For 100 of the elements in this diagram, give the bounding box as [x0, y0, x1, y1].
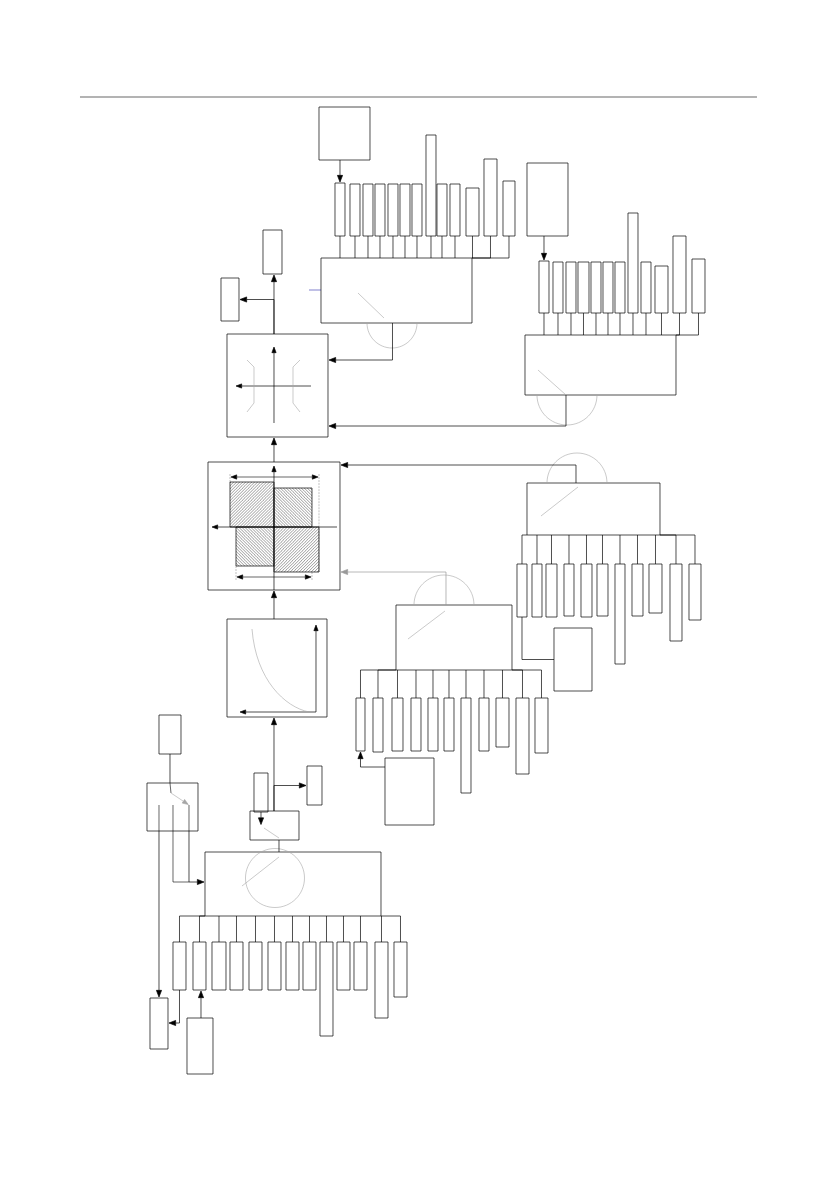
connector-line	[521, 534, 528, 565]
connector-line	[430, 235, 432, 259]
connector-line	[583, 312, 584, 336]
narrow-box	[688, 563, 702, 621]
arrow	[273, 782, 307, 812]
arrow	[340, 569, 447, 606]
arrow	[198, 990, 204, 1019]
narrow-box	[372, 697, 384, 753]
box	[253, 772, 269, 813]
box	[149, 997, 169, 1050]
connector-line	[465, 669, 467, 699]
arrow	[271, 590, 277, 620]
connector-line	[404, 235, 406, 259]
narrow-box	[425, 134, 437, 237]
connector-line	[377, 669, 397, 699]
connector-line	[551, 534, 552, 565]
connector-line	[511, 669, 542, 699]
connector-line	[392, 235, 394, 259]
narrow-box	[192, 941, 207, 991]
narrow-box	[229, 941, 244, 991]
connector-line	[471, 235, 510, 259]
narrow-box	[590, 261, 602, 314]
narrow-box	[552, 261, 564, 314]
narrow-box	[336, 941, 351, 991]
connector-line	[397, 669, 398, 699]
connector-line	[659, 534, 696, 565]
panel-box	[226, 333, 329, 438]
panel-box	[524, 334, 677, 396]
box	[262, 229, 283, 275]
narrow-box	[374, 941, 389, 1019]
connector-line	[637, 534, 638, 565]
connector-line	[360, 915, 361, 943]
panel-box	[204, 851, 382, 917]
box	[306, 765, 323, 806]
connector-line	[483, 669, 485, 699]
connector-line	[354, 235, 356, 259]
connector-line	[309, 915, 310, 943]
narrow-box	[565, 261, 577, 314]
narrow-box	[285, 941, 300, 991]
connector-line	[568, 534, 570, 565]
panel-box	[226, 618, 328, 718]
box	[158, 714, 182, 755]
narrow-box	[465, 187, 480, 237]
connector-line	[543, 312, 545, 336]
arrow	[337, 159, 343, 183]
connector-line	[472, 235, 473, 259]
connector-line	[343, 915, 344, 943]
narrow-box	[602, 261, 614, 314]
connector-line	[416, 235, 418, 259]
narrow-box	[614, 261, 626, 314]
narrow-box	[531, 563, 543, 618]
narrow-box	[393, 941, 408, 998]
narrow-box	[334, 182, 346, 237]
narrow-box	[654, 265, 669, 314]
narrow-box	[319, 941, 334, 1037]
connector-line	[278, 839, 280, 853]
arrow	[258, 811, 264, 825]
arrow	[239, 296, 275, 335]
narrow-box	[691, 258, 706, 314]
narrow-box	[355, 697, 366, 752]
box	[553, 627, 593, 692]
connector-line	[274, 915, 275, 943]
narrow-box	[672, 235, 687, 314]
connector-line	[255, 915, 256, 943]
switch-box	[146, 782, 199, 832]
narrow-box	[580, 563, 593, 618]
connector-line	[367, 235, 369, 259]
narrow-box	[211, 941, 227, 991]
connector-line	[218, 915, 220, 943]
narrow-box	[669, 563, 683, 642]
arrow	[328, 322, 393, 363]
connector-line	[380, 915, 401, 943]
narrow-box	[483, 158, 498, 237]
panel-box	[395, 604, 513, 671]
connector-line	[502, 669, 503, 699]
arrow	[271, 437, 277, 463]
panel-box	[526, 482, 661, 536]
narrow-box	[614, 563, 626, 665]
connector-line	[199, 915, 206, 943]
connector-line	[521, 616, 555, 660]
box	[526, 162, 569, 237]
connector-line	[236, 915, 237, 943]
narrow-box	[436, 183, 448, 237]
narrow-box	[391, 697, 404, 752]
connector-line	[661, 312, 662, 336]
narrow-box	[353, 941, 368, 991]
arrow	[328, 394, 567, 429]
arrow	[357, 751, 386, 768]
narrow-box	[563, 563, 575, 617]
connector-line	[619, 534, 621, 565]
narrow-box	[443, 697, 455, 752]
connector-line	[607, 312, 609, 336]
narrow-box	[495, 697, 510, 748]
narrow-box	[410, 697, 422, 752]
connector-line	[292, 915, 293, 943]
connector-line	[619, 312, 621, 336]
narrow-box	[478, 697, 490, 752]
narrow-box	[640, 261, 652, 314]
connector-line	[381, 915, 382, 943]
narrow-box	[267, 941, 282, 991]
